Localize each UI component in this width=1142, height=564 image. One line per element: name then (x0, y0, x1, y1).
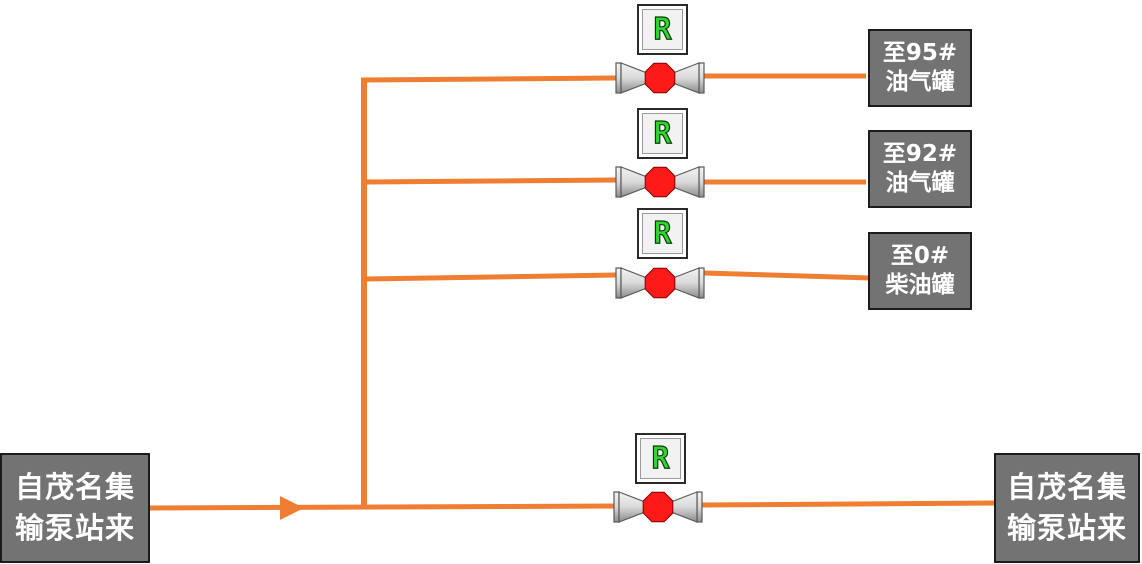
remote-mode-label: R (653, 115, 672, 151)
tank-box-92: 至92# 油气罐 (868, 130, 972, 208)
source-station-box: 自茂名集 输泵站来 (0, 453, 150, 563)
remote-mode-label: R (653, 11, 672, 47)
tank-95-line2: 油气罐 (885, 69, 955, 95)
tank-box-95: 至95# 油气罐 (868, 29, 972, 107)
dest-station-line2: 输泵站来 (1006, 511, 1127, 545)
flow-direction-arrow (280, 496, 304, 520)
tank-0-line1: 至0# (890, 243, 950, 270)
dest-station-line1: 自茂名集 (1006, 470, 1127, 505)
tank-95-line1: 至95# (882, 40, 958, 67)
branch-pipe-95 (360, 75, 617, 83)
remote-mode-button-main[interactable]: R (635, 433, 686, 484)
gate-valve-95[interactable] (614, 55, 706, 101)
valve-status-indicator (644, 62, 676, 94)
valve-status-indicator (642, 491, 674, 523)
remote-mode-button-0[interactable]: R (637, 208, 688, 259)
tank-92-line1: 至92# (882, 141, 958, 168)
dest-station-box: 自茂名集 输泵站来 (994, 453, 1140, 563)
main-inlet-pipe (147, 503, 621, 511)
valve-status-indicator (644, 166, 676, 198)
gate-valve-92[interactable] (614, 159, 706, 205)
source-station-line1: 自茂名集 (14, 470, 135, 505)
remote-mode-button-95[interactable]: R (637, 4, 688, 55)
source-station-line2: 输泵站来 (14, 511, 135, 545)
branch-pipe-0 (363, 272, 617, 282)
outlet-pipe-0 (703, 270, 871, 281)
tank-0-line2: 柴油罐 (885, 272, 955, 298)
gate-valve-icon (613, 491, 703, 523)
pipe-network (147, 73, 997, 520)
tank-92-line2: 油气罐 (885, 170, 955, 196)
gate-valve-main[interactable] (612, 484, 704, 530)
tank-box-0: 至0# 柴油罐 (868, 232, 972, 310)
remote-mode-label: R (651, 440, 670, 476)
gate-valve-icon (615, 166, 705, 198)
valve-status-indicator (644, 267, 676, 299)
branch-pipe-92 (363, 177, 617, 185)
gate-valve-icon (615, 267, 705, 299)
gate-valve-icon (615, 62, 705, 94)
main-outlet-pipe (701, 500, 997, 508)
remote-mode-button-92[interactable]: R (637, 108, 688, 159)
remote-mode-label: R (653, 215, 672, 251)
gate-valve-0[interactable] (614, 260, 706, 306)
